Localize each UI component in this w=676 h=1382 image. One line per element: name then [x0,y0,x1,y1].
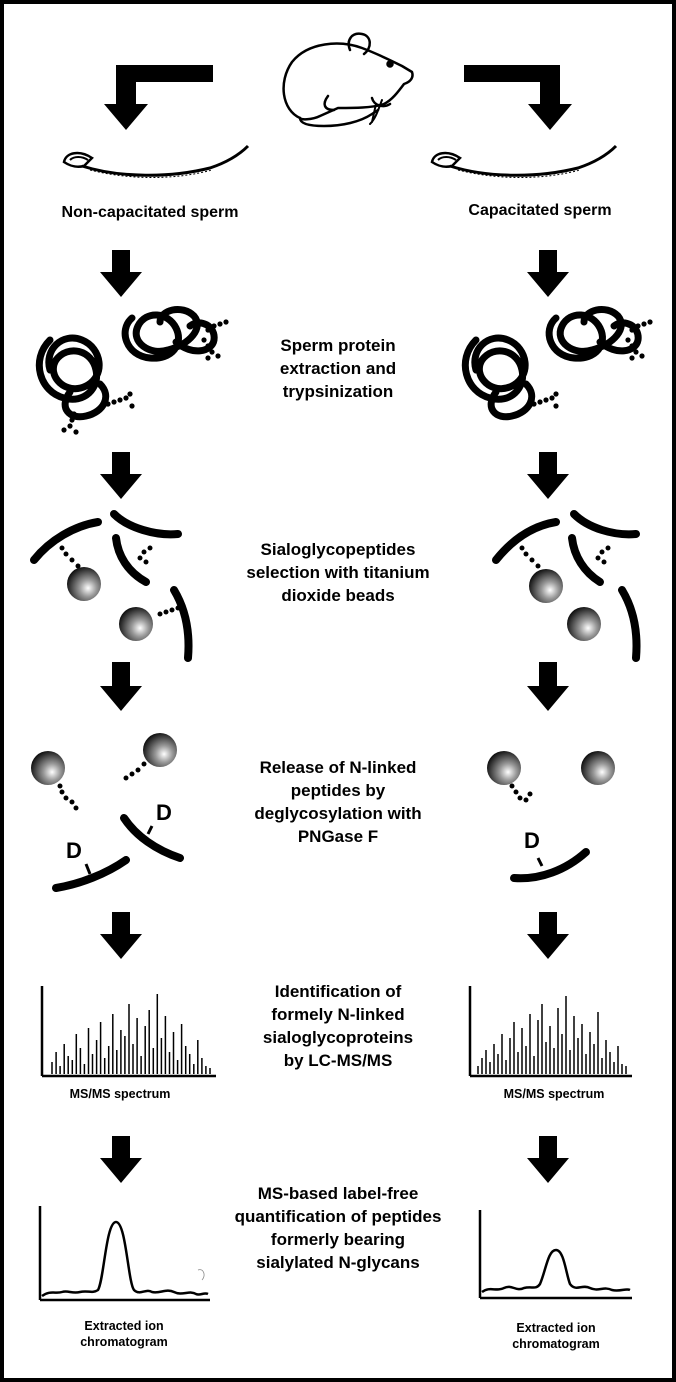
sperm-icon-right [430,144,618,178]
down-arrow [100,452,142,499]
protein-tangle-left [35,305,218,421]
msms-spectrum-right [468,986,632,1078]
protein-tangle-right [461,305,642,421]
down-arrow [527,250,569,297]
down-arrow [527,452,569,499]
step-pngase-release: Release of N-linked peptides by deglycos… [254,758,422,846]
chromatogram-label-left: Extracted ion chromatogram [80,1319,168,1349]
glycan-chains-right [531,319,653,409]
sample-label-non-capacitated: Non-capacitated sperm [61,204,239,221]
down-arrow [100,912,142,959]
deglyco-mark: D [156,800,172,825]
split-arrow-right [464,65,572,130]
spectrum-label-left: MS/MS spectrum [69,1087,171,1101]
msms-spectrum-left [40,986,216,1078]
spectrum-label-right: MS/MS spectrum [503,1087,605,1101]
down-arrow [527,662,569,711]
sperm-icon-left [62,144,250,178]
down-arrow [527,912,569,959]
down-arrow [100,250,142,297]
down-arrow [527,1136,569,1183]
down-arrow [100,662,142,711]
mouse-icon [282,32,414,128]
deglycosylation-left [31,733,184,892]
down-arrows [100,250,569,1183]
chromatogram-label-right: Extracted ion chromatogram [512,1321,600,1351]
glycopeptide-selection-right [492,510,641,662]
sample-label-capacitated: Capacitated sperm [468,202,612,219]
split-arrow-left [104,65,213,130]
chromatogram-right [478,1210,632,1300]
down-arrow [100,1136,142,1183]
step-protein-extraction: Sperm protein extraction and trypsinizat… [279,336,397,401]
chromatogram-left [38,1206,210,1302]
step-titanium-selection: Sialoglycopeptides selection with titani… [246,540,430,605]
step-lcmsms-identification: Identification of formely N-linked sialo… [262,982,414,1070]
glycopeptide-selection-left [30,510,193,662]
deglycosylation-right [487,751,615,883]
deglyco-mark: D [66,838,82,863]
glycan-chains-left [61,319,229,435]
step-label-free-quantification: MS-based label-free quantification of pe… [234,1184,442,1272]
deglyco-mark: D [524,828,540,853]
